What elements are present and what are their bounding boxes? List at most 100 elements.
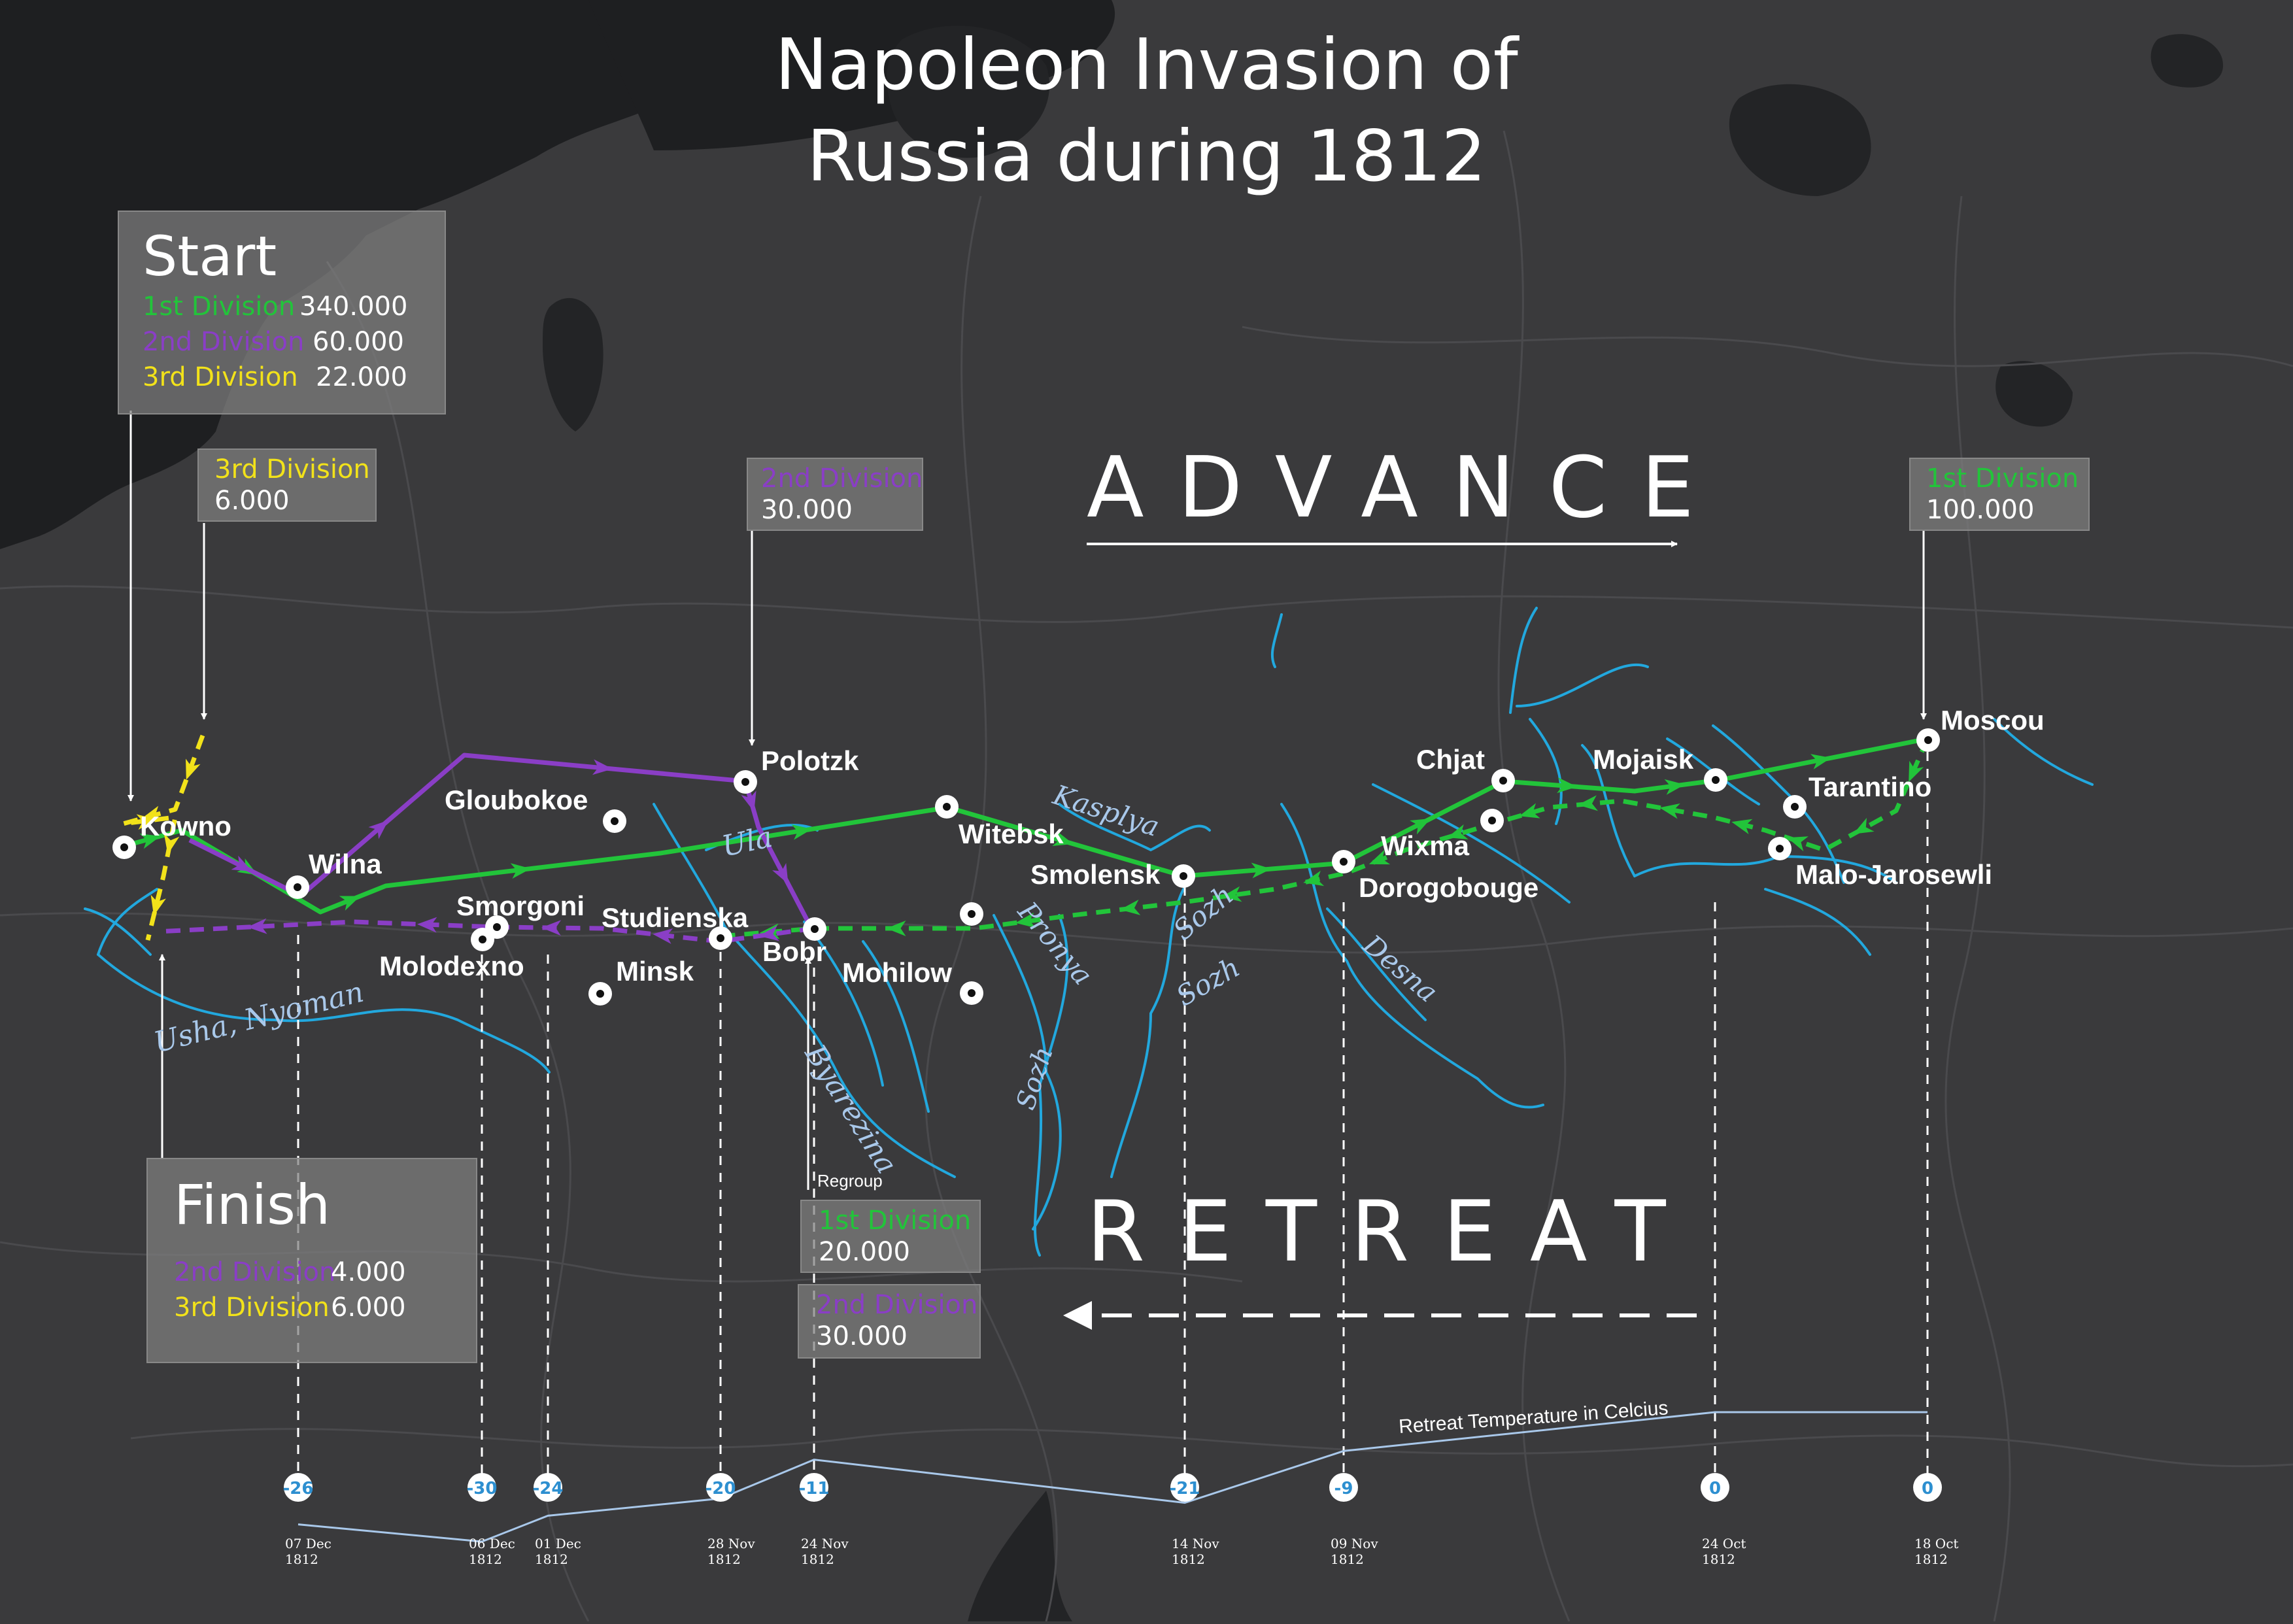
city-marker-dot bbox=[1924, 736, 1932, 744]
city-markers bbox=[112, 728, 1940, 1006]
temperature-value: -24 bbox=[533, 1479, 564, 1498]
callout-value: 20.000 bbox=[819, 1237, 910, 1267]
river-path bbox=[1110, 888, 1185, 1178]
river-path bbox=[993, 914, 1062, 1230]
timeline-year: 1812 bbox=[535, 1551, 568, 1567]
callout-value: 100.000 bbox=[1926, 495, 2035, 525]
city-marker-dot bbox=[493, 923, 501, 931]
temperature-value: -9 bbox=[1334, 1479, 1353, 1498]
city-marker-dot bbox=[1340, 858, 1348, 866]
callout-third-division: 3rd Division 6.000 bbox=[197, 448, 377, 522]
temperature-marker bbox=[1329, 1473, 1358, 1502]
start-row-label: 1st Division bbox=[143, 292, 296, 322]
map-road bbox=[925, 195, 1058, 1622]
route-second-retreat-arrow bbox=[417, 917, 437, 933]
river-path bbox=[862, 940, 930, 1113]
timeline-year: 1812 bbox=[707, 1551, 741, 1567]
route-first-advance-arrow bbox=[1410, 819, 1431, 835]
callout-first-division: 1st Division 100.000 bbox=[1909, 458, 2090, 531]
river-path bbox=[1993, 718, 2094, 786]
river-path bbox=[84, 907, 152, 956]
start-row-label: 2nd Division bbox=[143, 327, 305, 357]
river-path bbox=[1326, 907, 1427, 1021]
map-road bbox=[0, 585, 2293, 629]
city-label: Kowno bbox=[140, 811, 231, 841]
temperature-marker bbox=[1701, 1473, 1729, 1502]
city-label: Smolensk bbox=[1030, 859, 1161, 890]
temperature-marker bbox=[467, 1473, 496, 1502]
river-path bbox=[1509, 607, 1538, 714]
map-road bbox=[1945, 195, 2011, 1622]
river-path bbox=[1034, 914, 1069, 1257]
temperature-value: -11 bbox=[799, 1479, 830, 1498]
callout-second-division: 2nd Division 30.000 bbox=[747, 458, 923, 531]
route-first-retreat-arrow bbox=[1909, 760, 1924, 782]
callout-arrows bbox=[127, 411, 1927, 1330]
route-first-advance-arrow bbox=[1251, 862, 1272, 879]
route-second-advance-arrow bbox=[231, 855, 252, 871]
temperature-value: -26 bbox=[283, 1479, 314, 1498]
callout-label: 2nd Division bbox=[816, 1290, 978, 1320]
route-second-advance-arrow bbox=[592, 759, 613, 775]
advance-label: ADVANCE bbox=[1087, 439, 1728, 537]
start-row-value: 340.000 bbox=[299, 292, 408, 322]
finish-row-value: 6.000 bbox=[331, 1293, 406, 1323]
city-label: Wilna bbox=[309, 849, 382, 879]
route-first-advance-arrow bbox=[791, 824, 812, 840]
route-first-retreat-arrow bbox=[1120, 899, 1141, 915]
city-marker-dot bbox=[294, 883, 301, 891]
callout-label: 1st Division bbox=[819, 1206, 972, 1236]
city-marker-dot bbox=[741, 778, 749, 786]
city-label: Polotzk bbox=[761, 745, 859, 776]
route-second-retreat-arrow bbox=[247, 918, 267, 934]
route-first-retreat-arrow bbox=[1787, 836, 1809, 852]
finish-heading: Finish bbox=[174, 1173, 331, 1237]
city-label: Molodexno bbox=[379, 951, 524, 981]
river-path bbox=[97, 953, 551, 1074]
timeline-year: 1812 bbox=[1331, 1551, 1364, 1567]
finish-row-value: 4.000 bbox=[331, 1257, 406, 1287]
map-title-line-2: Russia during 1812 bbox=[806, 116, 1487, 197]
route-first-retreat-arrow bbox=[1015, 912, 1036, 928]
callout-label: 1st Division bbox=[1926, 464, 2079, 494]
river-path bbox=[1764, 888, 1871, 956]
river-path bbox=[1529, 718, 1563, 825]
lake-peipus bbox=[543, 297, 603, 431]
river-path bbox=[1516, 663, 1649, 707]
city-label: Mojaisk bbox=[1593, 744, 1694, 775]
city-marker-dot bbox=[1712, 776, 1720, 784]
city-label: Gloubokoe bbox=[445, 785, 588, 815]
timeline-date: 24 Oct bbox=[1702, 1536, 1746, 1551]
temperature-value: -30 bbox=[467, 1479, 498, 1498]
callout-value: 30.000 bbox=[816, 1321, 908, 1351]
start-row-label: 3rd Division bbox=[143, 362, 298, 392]
timeline-date: 01 Dec bbox=[535, 1536, 581, 1551]
black-sea-edge bbox=[968, 1491, 1072, 1621]
lake-east bbox=[1996, 361, 2073, 427]
route-second-retreat-arrow bbox=[541, 920, 562, 936]
start-heading: Start bbox=[143, 224, 277, 288]
city-label: Wixma bbox=[1381, 830, 1470, 861]
route-first-retreat-arrow bbox=[1447, 824, 1469, 839]
temperature-value: -21 bbox=[1170, 1479, 1200, 1498]
finish-row-2nd: 2nd Division4.000 bbox=[174, 1255, 476, 1290]
finish-row-label: 3rd Division bbox=[174, 1293, 330, 1323]
route-first-retreat-arrow bbox=[1731, 819, 1753, 835]
lake-small bbox=[2150, 34, 2223, 88]
route-third-division-arrow bbox=[136, 814, 157, 830]
callout-label: 3rd Division bbox=[214, 454, 370, 484]
route-first-retreat-arrow bbox=[1221, 886, 1242, 902]
city-marker-dot bbox=[1488, 817, 1496, 824]
river-path bbox=[653, 803, 956, 1178]
temperature-marker bbox=[534, 1473, 562, 1502]
city-marker-dot bbox=[1791, 803, 1799, 811]
timeline-date: 18 Oct bbox=[1914, 1536, 1958, 1551]
route-first-retreat-arrow bbox=[1659, 803, 1680, 819]
city-label: Moscou bbox=[1941, 705, 2045, 736]
finish-row-label: 2nd Division bbox=[174, 1257, 336, 1287]
city-label: Chjat bbox=[1416, 744, 1485, 775]
